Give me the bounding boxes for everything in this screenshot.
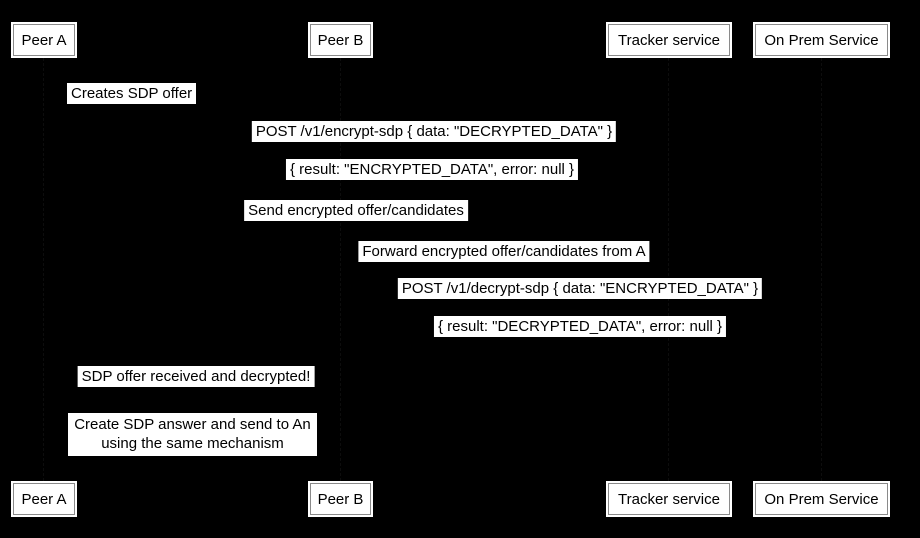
participant-box-peer-b-top: Peer B [308,22,373,58]
participant-box-peer-a-top: Peer A [11,22,77,58]
message-post-encrypt-sdp: POST /v1/encrypt-sdp { data: "DECRYPTED_… [251,121,617,142]
participant-label: Tracker service [618,490,720,508]
message-forward-encrypted-offer: Forward encrypted offer/candidates from … [358,241,650,262]
participant-box-tracker-service-top: Tracker service [606,22,732,58]
participant-label: Peer A [21,31,67,49]
participant-box-on-prem-service-top: On Prem Service [753,22,890,58]
note-create-sdp-answer: Create SDP answer and send to An using t… [68,413,317,456]
note-line-1: Create SDP answer and send to An [74,416,311,433]
participant-box-on-prem-service-bottom: On Prem Service [753,481,890,517]
message-encrypt-result: { result: "ENCRYPTED_DATA", error: null … [285,159,579,180]
participant-box-peer-b-bottom: Peer B [308,481,373,517]
message-sdp-offer-received: SDP offer received and decrypted! [77,366,315,387]
message-send-encrypted-offer: Send encrypted offer/candidates [244,200,468,221]
note-line-2: using the same mechanism [101,435,284,452]
message-post-decrypt-sdp: POST /v1/decrypt-sdp { data: "ENCRYPTED_… [397,278,763,299]
lifeline-peer-a [43,58,44,481]
participant-label: Peer B [317,31,364,49]
message-creates-sdp-offer: Creates SDP offer [67,83,197,104]
participant-label: On Prem Service [764,490,879,508]
message-decrypt-result: { result: "DECRYPTED_DATA", error: null … [433,316,727,337]
participant-label: On Prem Service [764,31,879,49]
participant-label: Tracker service [618,31,720,49]
lifeline-on-prem-service [821,58,822,481]
participant-box-tracker-service-bottom: Tracker service [606,481,732,517]
participant-label: Peer A [21,490,67,508]
participant-label: Peer B [317,490,364,508]
lifeline-peer-b [340,58,341,481]
lifeline-tracker-service [668,58,669,481]
participant-box-peer-a-bottom: Peer A [11,481,77,517]
